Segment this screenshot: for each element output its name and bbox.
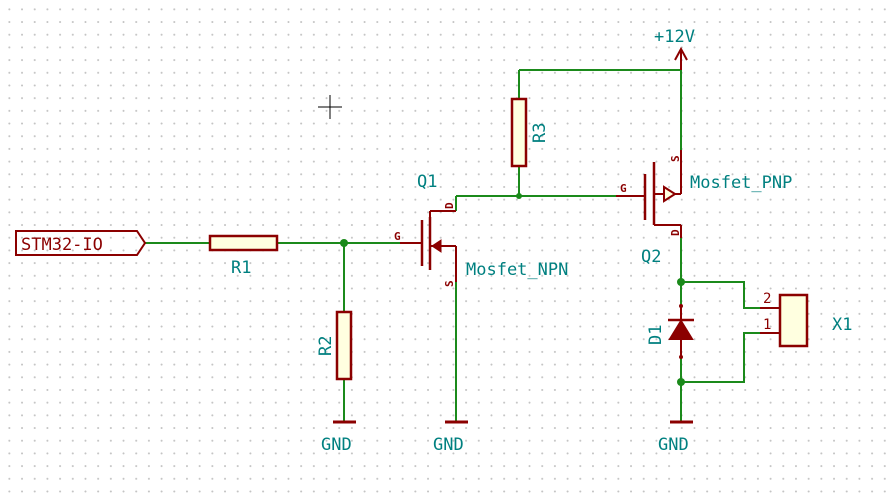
junction-dot bbox=[340, 239, 348, 247]
pin-label-source: S bbox=[443, 280, 456, 287]
junctions bbox=[340, 193, 685, 386]
gnd-symbol-q1[interactable]: GND bbox=[433, 420, 468, 455]
crosshair-cursor-icon bbox=[318, 95, 342, 119]
direction-arrow bbox=[431, 239, 442, 253]
mosfet-ref: Q2 bbox=[641, 247, 661, 267]
resistor-body bbox=[335, 310, 353, 381]
junction-dot bbox=[677, 378, 685, 386]
wire-node-x1-pin2 bbox=[681, 281, 760, 309]
pin-label-gate: G bbox=[620, 182, 627, 195]
mosfet-value: Mosfet_PNP bbox=[690, 173, 792, 193]
mosfet-q1[interactable]: G D S Q1 Mosfet_NPN bbox=[394, 172, 568, 287]
connector-pin-2-label: 2 bbox=[763, 291, 771, 307]
connector-pin-1-label: 1 bbox=[763, 317, 771, 333]
port-stm32-io[interactable]: STM32-IO bbox=[15, 230, 147, 256]
power-label: +12V bbox=[654, 27, 695, 47]
resistor-ref: R3 bbox=[530, 123, 550, 143]
wire-node-x1-pin1 bbox=[681, 332, 760, 383]
resistor-ref: R2 bbox=[316, 336, 336, 356]
resistor-body bbox=[510, 97, 528, 168]
resistor-body bbox=[208, 234, 279, 252]
resistor-r2[interactable]: R2 bbox=[316, 310, 353, 381]
pin-label-source: S bbox=[669, 155, 682, 162]
resistor-r1[interactable]: R1 bbox=[208, 234, 279, 278]
connector-body bbox=[778, 293, 809, 348]
mosfet-q2[interactable]: G S D Q2 Mosfet_PNP bbox=[616, 150, 792, 267]
diode-triangle bbox=[668, 319, 694, 340]
gnd-label: GND bbox=[658, 435, 689, 455]
mosfet-ref: Q1 bbox=[417, 172, 437, 192]
pin-dot bbox=[679, 304, 683, 308]
mosfet-value: Mosfet_NPN bbox=[466, 260, 568, 280]
power-12v[interactable]: +12V bbox=[654, 27, 695, 70]
junction-dot bbox=[516, 193, 522, 199]
connector-x1[interactable]: 2 1 X1 bbox=[760, 291, 852, 348]
gnd-label: GND bbox=[433, 435, 464, 455]
junction-dot bbox=[677, 278, 685, 286]
port-label: STM32-IO bbox=[21, 235, 103, 255]
diode-d1[interactable]: D1 bbox=[646, 304, 694, 359]
port-outline bbox=[15, 230, 147, 256]
direction-arrow bbox=[663, 185, 677, 203]
gnd-symbol-r2[interactable]: GND bbox=[321, 420, 356, 455]
diode-ref: D1 bbox=[646, 325, 666, 345]
gnd-symbol-d1[interactable]: GND bbox=[658, 420, 693, 455]
resistor-ref: R1 bbox=[231, 258, 251, 278]
connector-ref: X1 bbox=[832, 315, 852, 335]
pin-label-drain: D bbox=[443, 202, 456, 209]
gnd-label: GND bbox=[321, 435, 352, 455]
pin-label-drain: D bbox=[669, 229, 682, 236]
resistor-r3[interactable]: R3 bbox=[510, 97, 550, 168]
pin-label-gate: G bbox=[394, 230, 401, 243]
pin-dot bbox=[679, 355, 683, 359]
